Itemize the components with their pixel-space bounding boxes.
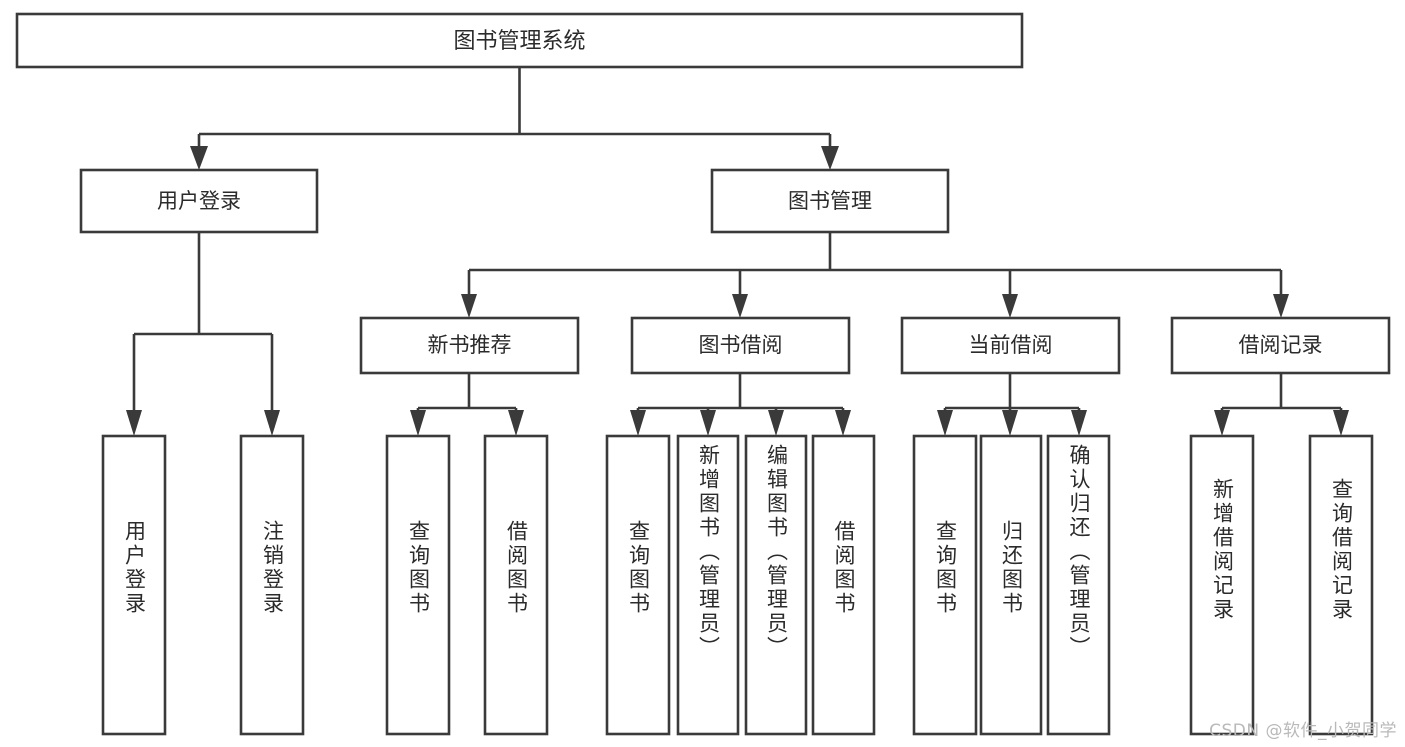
node-box-leaf-user-login[interactable] <box>101 434 167 736</box>
node-box-leaf-br-add-record[interactable] <box>1189 434 1255 736</box>
arrow-head-leaf-cb-return <box>1002 410 1018 436</box>
node-box-leaf-cb-return-book[interactable] <box>979 434 1043 736</box>
node-box-root[interactable] <box>15 12 1024 69</box>
node-box-leaf-nbr-borrow-book[interactable] <box>483 434 549 736</box>
arrow-head-leaf-nbr-borrow <box>508 410 524 436</box>
node-box-leaf-br-query-record[interactable] <box>1308 434 1374 736</box>
connector-layer <box>126 67 1349 436</box>
node-label-new-book-rec: 新书推荐 <box>428 333 512 357</box>
arrow-head-leaf-user-login <box>126 410 142 436</box>
node-label-book-borrow: 图书借阅 <box>699 333 783 357</box>
node-label-root: 图书管理系统 <box>453 29 585 54</box>
csdn-watermark: CSDN @软件_小贺同学 <box>1209 721 1397 741</box>
node-box-leaf-bb-borrow-book[interactable] <box>811 434 876 736</box>
arrow-head-leaf-bb-add <box>700 410 716 436</box>
node-box-user-login[interactable] <box>79 168 319 234</box>
node-layer: 图书管理系统 用户登录 图书管理 新书推荐 图书借阅 当前借阅 借阅记录 <box>15 12 1391 736</box>
node-box-leaf-nbr-query-book[interactable] <box>385 434 451 736</box>
node-box-book-mgmt[interactable] <box>710 168 950 234</box>
arrow-head-book-mgmt <box>821 146 839 170</box>
node-box-leaf-bb-edit-book[interactable] <box>744 434 808 736</box>
arrow-head-leaf-logout <box>264 410 280 436</box>
arrow-head-leaf-nbr-query <box>410 410 426 436</box>
node-box-book-borrow[interactable] <box>630 316 851 375</box>
arrow-head-current-borrow <box>1002 294 1018 318</box>
node-box-borrow-record[interactable] <box>1170 316 1391 375</box>
arrow-head-new-book-rec <box>461 294 477 318</box>
node-box-leaf-cb-query-book[interactable] <box>912 434 978 736</box>
node-box-leaf-bb-query-book[interactable] <box>605 434 671 736</box>
arrow-head-leaf-br-query <box>1333 410 1349 436</box>
arrow-head-user-login <box>190 146 208 170</box>
arrow-head-borrow-record <box>1273 294 1289 318</box>
node-box-leaf-cb-confirm-return[interactable] <box>1046 434 1111 736</box>
node-box-new-book-rec[interactable] <box>359 316 580 375</box>
arrow-head-leaf-cb-confirm <box>1071 410 1087 436</box>
arrow-head-leaf-bb-edit <box>768 410 784 436</box>
node-label-book-mgmt: 图书管理 <box>788 189 872 213</box>
arrow-head-leaf-bb-query <box>630 410 646 436</box>
arrow-head-leaf-bb-borrow <box>835 410 851 436</box>
arrow-head-leaf-cb-query <box>937 410 953 436</box>
arrow-head-leaf-br-add <box>1214 410 1230 436</box>
node-label-current-borrow: 当前借阅 <box>969 333 1053 357</box>
node-box-leaf-bb-add-book[interactable] <box>676 434 740 736</box>
node-box-current-borrow[interactable] <box>900 316 1121 375</box>
node-box-leaf-logout[interactable] <box>239 434 305 736</box>
arrow-head-book-borrow <box>732 294 748 318</box>
node-label-user-login: 用户登录 <box>157 189 241 213</box>
node-label-borrow-record: 借阅记录 <box>1239 333 1323 357</box>
